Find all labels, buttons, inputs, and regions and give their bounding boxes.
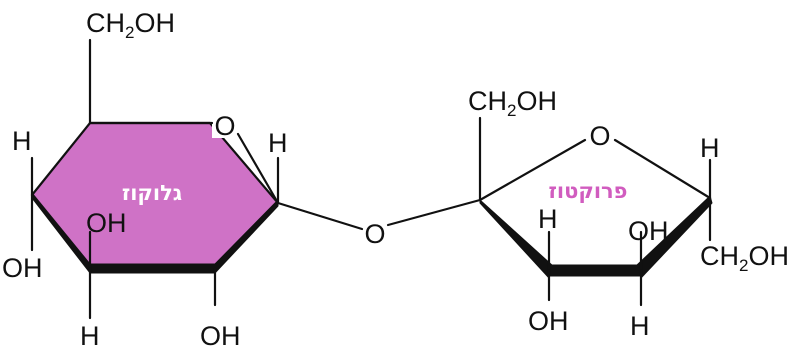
glucose-oh-left-label: OH — [2, 253, 43, 283]
glucose-h-right-label: H — [268, 128, 288, 158]
fructose-h-inner-label: H — [538, 204, 558, 234]
glucose-c1-o-link-bond — [276, 201, 364, 231]
link-o-fructose-bond — [386, 198, 482, 227]
glucose-ring-oxygen-label: O — [214, 111, 235, 141]
glucose-oh-inner-label: OH — [86, 208, 127, 238]
fructose-h-bottom-label: H — [630, 311, 650, 341]
glucose-h-left-label: H — [12, 126, 32, 156]
glucose-h-bottom-label: H — [80, 321, 100, 351]
fructose-c2-o-bond — [478, 138, 587, 202]
fructose-name-label: פרוקטוז — [548, 179, 627, 203]
fructose-ch2oh-right-label: CH2OH — [700, 241, 789, 275]
glucose-o-c1-bond — [236, 132, 280, 205]
glucose-ring: גלוקוז — [30, 112, 280, 274]
fructose-ring-oxygen-label: O — [589, 121, 610, 151]
fructose-h-right-label: H — [700, 133, 720, 163]
fructose-ring: פרוקטוז — [478, 138, 713, 279]
fructose-oh-bottom-label: OH — [528, 306, 569, 336]
glucose-bottom-bold-edge — [89, 263, 216, 274]
fructose-bottom-bold-edge — [548, 264, 642, 277]
glucose-substituent-bonds — [30, 38, 364, 320]
glucose-ch2oh-label: CH2OH — [86, 8, 175, 42]
glycosidic-oxygen-label: O — [364, 219, 385, 249]
fructose-o-c5-bond — [613, 138, 712, 200]
glucose-name-label: גלוקוז — [122, 181, 182, 205]
fructose-ch2oh-top-label: CH2OH — [468, 86, 557, 120]
fructose-right-wedge — [636, 195, 713, 279]
fructose-oh-inner-label: OH — [628, 216, 669, 246]
fructose-substituent-bonds — [478, 116, 712, 307]
glucose-oh-bottom-label: OH — [200, 321, 241, 351]
